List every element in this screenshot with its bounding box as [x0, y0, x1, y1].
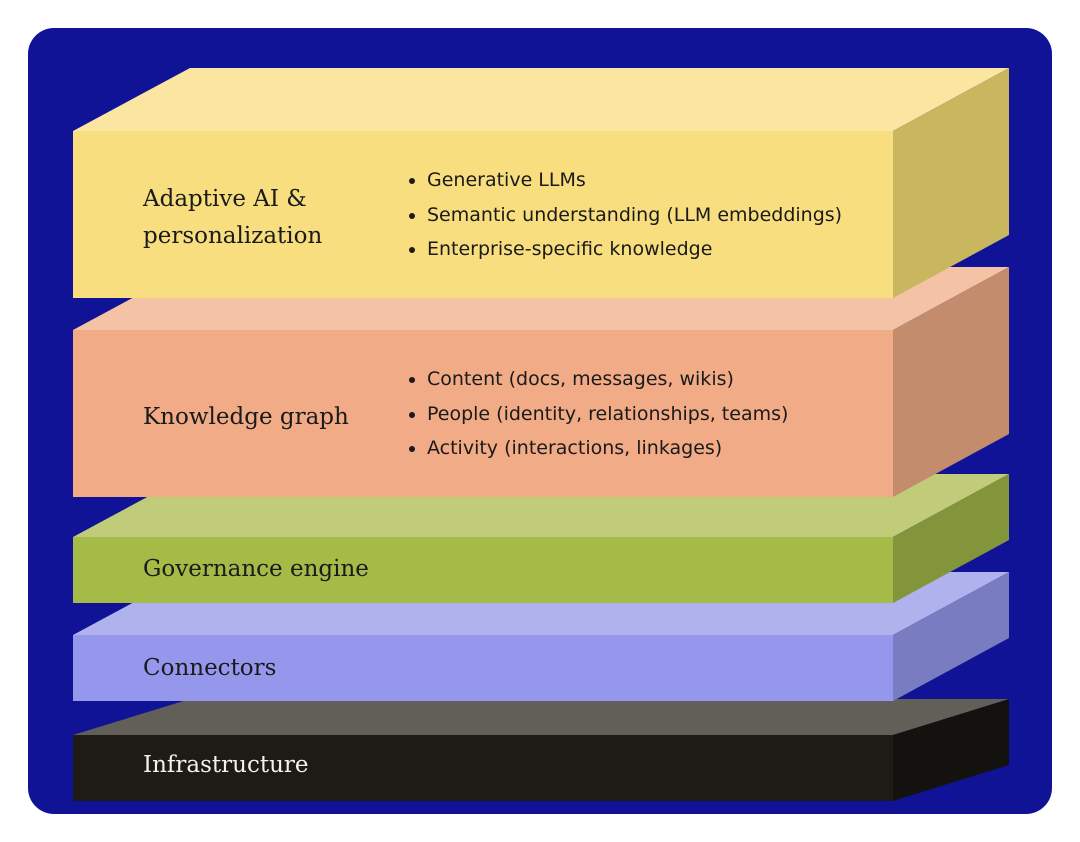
layer-knowledge-bullet-list: Content (docs, messages, wikis) People (…	[408, 362, 788, 466]
layer-adaptive-top	[73, 68, 1009, 131]
layer-connectors-title: Connectors	[143, 655, 277, 681]
layer-governance-front	[73, 537, 893, 603]
layer-adaptive-title: Adaptive AI & personalization	[143, 181, 322, 255]
layer-adaptive-front	[73, 131, 893, 298]
layer-infrastructure-block	[73, 699, 1009, 801]
layer-adaptive-title-line1: Adaptive AI &	[143, 186, 307, 212]
layer-governance-title: Governance engine	[143, 556, 369, 582]
layer-adaptive-block	[73, 68, 1009, 298]
layer-infrastructure-top	[73, 699, 1009, 735]
layer-knowledge-block	[73, 267, 1009, 497]
list-item: Generative LLMs	[408, 163, 842, 198]
layer-connectors-block	[73, 572, 1009, 701]
layer-adaptive-bullet-list: Generative LLMs Semantic understanding (…	[408, 163, 842, 267]
layer-governance-side	[893, 474, 1009, 603]
layer-knowledge-side	[893, 267, 1009, 497]
list-item: Semantic understanding (LLM embeddings)	[408, 198, 842, 233]
layer-infrastructure-title: Infrastructure	[143, 752, 309, 778]
list-item: Content (docs, messages, wikis)	[408, 362, 788, 397]
list-item: People (identity, relationships, teams)	[408, 397, 788, 432]
layer-connectors-front	[73, 635, 893, 701]
layer-adaptive-side	[893, 68, 1009, 298]
layer-knowledge-title: Knowledge graph	[143, 404, 349, 430]
list-item: Enterprise-specific knowledge	[408, 232, 842, 267]
layer-knowledge-front	[73, 330, 893, 497]
layer-adaptive-title-line2: personalization	[143, 223, 323, 249]
layer-infrastructure-side	[893, 699, 1009, 801]
layer-connectors-side	[893, 572, 1009, 701]
layer-infrastructure-front	[73, 735, 893, 801]
list-item: Activity (interactions, linkages)	[408, 431, 788, 466]
